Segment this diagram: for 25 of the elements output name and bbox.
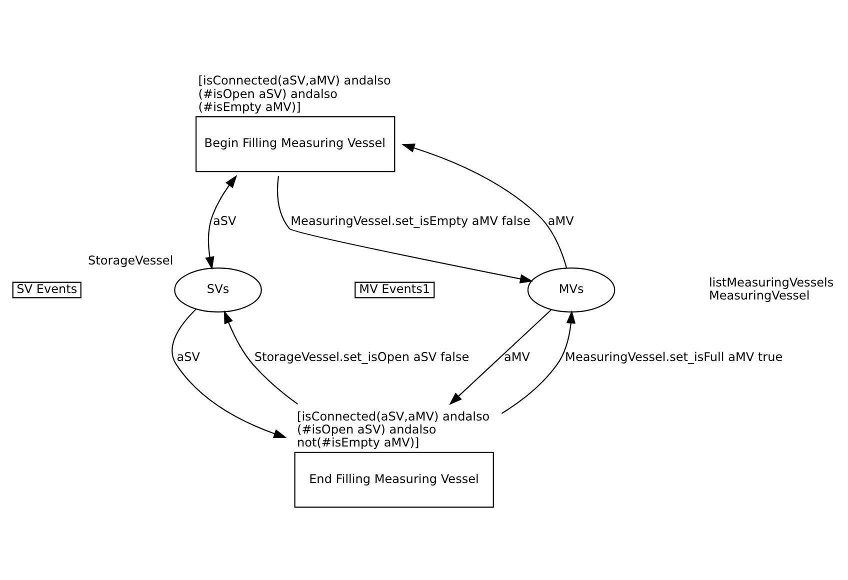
node-label: MeasuringVessel [708, 288, 810, 303]
node-box: End Filling Measuring Vessel [294, 452, 494, 508]
edge-label: MeasuringVessel.set_isFull aMV true [565, 350, 783, 364]
edge-label: aSV [212, 214, 236, 228]
node-box: MV Events1 [354, 282, 435, 298]
arrow [402, 144, 568, 268]
arrow [205, 174, 238, 270]
arrow [501, 310, 576, 414]
edge-label: aMV [548, 214, 574, 228]
arrow [224, 310, 298, 404]
node-label: [isConnected(aSV,aMV) andalso (#isOpen aSV) andalso (#isEmpty aMV)] [198, 74, 391, 114]
node-label: listMeasuringVessels [708, 275, 834, 290]
arrow [277, 176, 534, 284]
node-ellipse: MVs [527, 268, 616, 312]
edge-label: aSV [176, 350, 200, 364]
arrow [172, 308, 287, 438]
node-box: SV Events [12, 282, 82, 298]
node-ellipse: SVs [174, 268, 262, 312]
node-box: Begin Filling Measuring Vessel [196, 116, 396, 172]
edge-label: StorageVessel.set_isOpen aSV false [254, 350, 470, 364]
node-label: [isConnected(aSV,aMV) andalso (#isOpen aSV) andalso not(#isEmpty aMV)] [297, 409, 490, 450]
edge-label: aMV [504, 350, 530, 364]
edge-label: MeasuringVessel.set_isEmpty aMV false [290, 214, 530, 228]
arrow [449, 309, 552, 405]
node-label: StorageVessel [88, 254, 174, 268]
